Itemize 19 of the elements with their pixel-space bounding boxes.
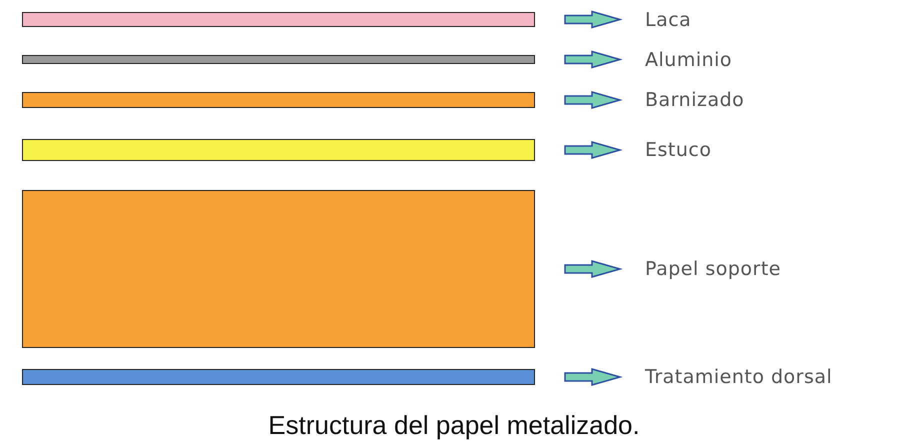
block-arrow — [564, 260, 623, 278]
layer-band — [22, 190, 535, 348]
block-arrow — [564, 10, 623, 28]
caption: Estructura del papel metalizado. — [267, 410, 641, 441]
block-arrow — [564, 141, 623, 159]
layer-label: Papel soporte — [645, 257, 781, 281]
layer-band — [22, 139, 535, 161]
layer-label: Estuco — [645, 138, 712, 162]
block-arrow — [564, 368, 623, 386]
layer-band — [22, 55, 535, 64]
layer-band — [22, 92, 535, 108]
block-arrow — [564, 50, 623, 68]
layer-band — [22, 369, 535, 385]
layer-label: Laca — [645, 8, 692, 32]
layer-label: Barnizado — [645, 88, 744, 112]
layer-label: Tratamiento dorsal — [645, 365, 832, 389]
block-arrow — [564, 91, 623, 109]
layer-band — [22, 12, 535, 27]
layer-label: Aluminio — [645, 48, 732, 72]
